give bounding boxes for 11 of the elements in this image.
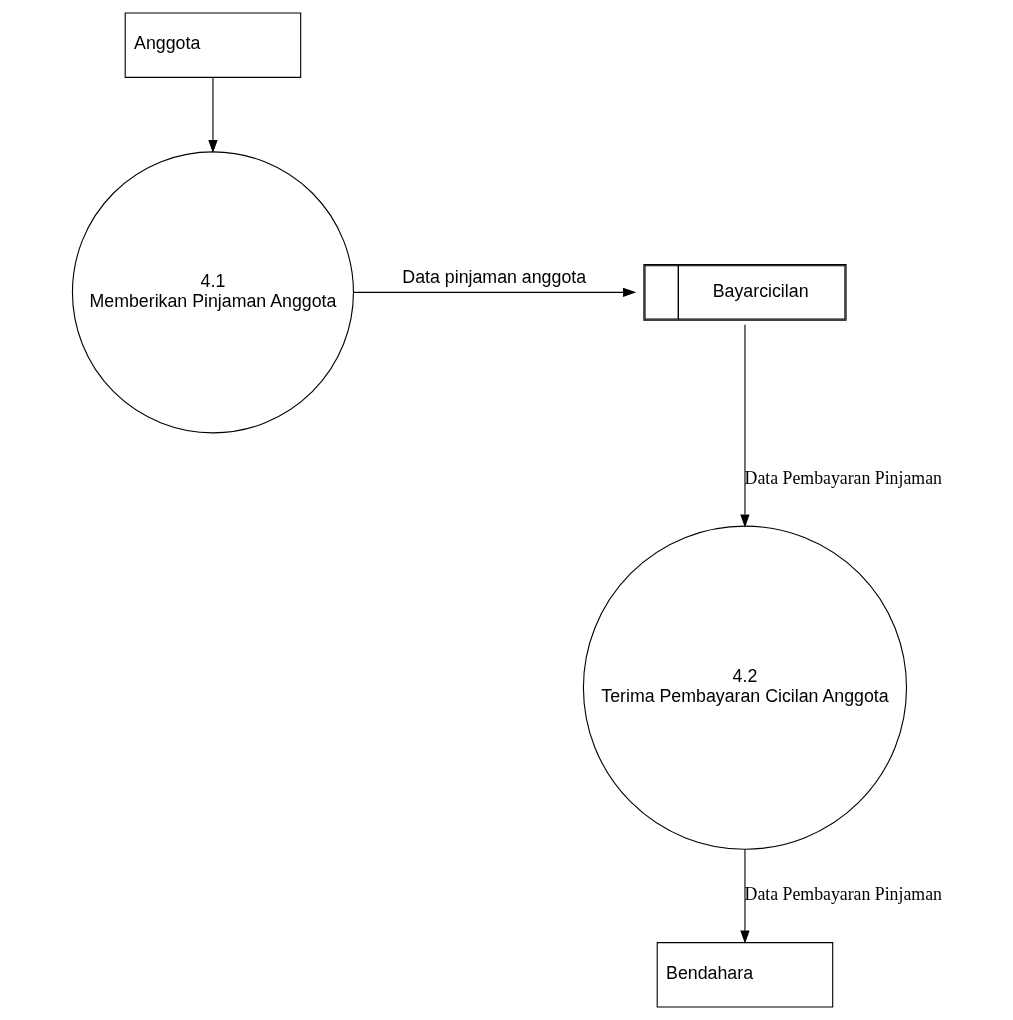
arrow	[207, 77, 218, 154]
arrow	[739, 849, 750, 944]
node-circle: 4.1 Memberikan Pinjaman Anggota	[71, 151, 354, 434]
arrow	[352, 287, 636, 297]
edge-label: Data Pembayaran Pinjaman	[744, 467, 942, 488]
edge-label: Data Pembayaran Pinjaman	[744, 884, 942, 905]
edge-label: Data pinjaman anggota	[401, 267, 586, 288]
arrow	[739, 324, 750, 528]
node-box: Bendahara	[656, 942, 833, 1008]
node-box: Anggota	[124, 12, 301, 78]
node-circle: 4.2 Terima Pembayaran Cicilan Anggota	[582, 525, 907, 850]
